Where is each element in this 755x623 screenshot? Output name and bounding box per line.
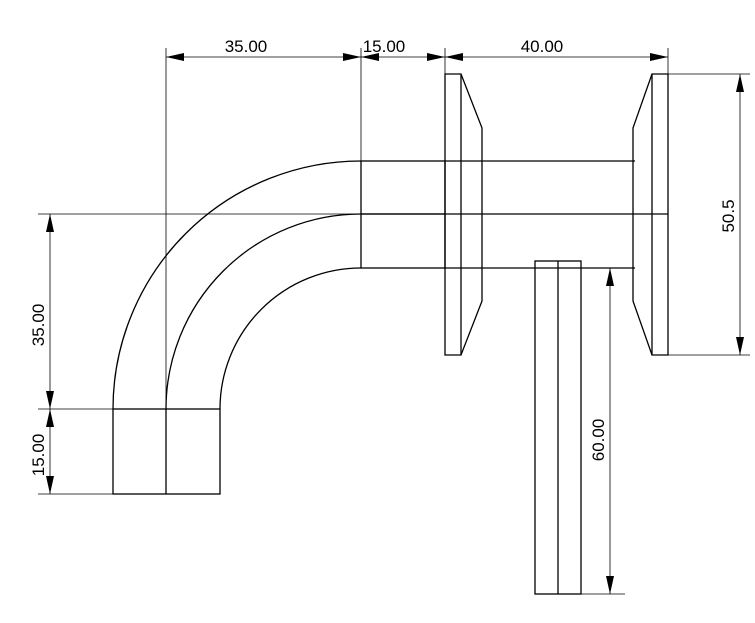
horizontal-pipe [360, 160, 668, 269]
dimension-left-upper: 35.00 [29, 214, 54, 409]
extension-lines [38, 48, 750, 595]
dimension-left-lower: 15.00 [29, 409, 54, 494]
pipe-outer-arc [112, 160, 362, 410]
dim-label-top-right: 40.00 [521, 37, 564, 56]
vertical-stem [534, 260, 582, 595]
dim-label-right: 50.5 [719, 199, 738, 232]
dim-label-left-lower: 15.00 [29, 434, 48, 477]
pipe-center-arc [165, 213, 362, 410]
dim-label-left-upper: 35.00 [29, 304, 48, 347]
dimension-top-mid: 15.00 [361, 37, 445, 61]
dimension-top-left: 35.00 [166, 37, 361, 61]
dim-label-stem: 60.00 [589, 419, 608, 462]
dimension-stem: 60.00 [589, 268, 614, 594]
pipe-inner-arc [219, 267, 362, 410]
dim-label-top-mid: 15.00 [363, 37, 406, 56]
left-flange [444, 73, 483, 356]
dimension-right: 50.5 [719, 74, 744, 355]
bent-pipe [112, 160, 362, 495]
dim-label-top-left: 35.00 [225, 37, 268, 56]
dimension-top-right: 40.00 [445, 37, 668, 61]
